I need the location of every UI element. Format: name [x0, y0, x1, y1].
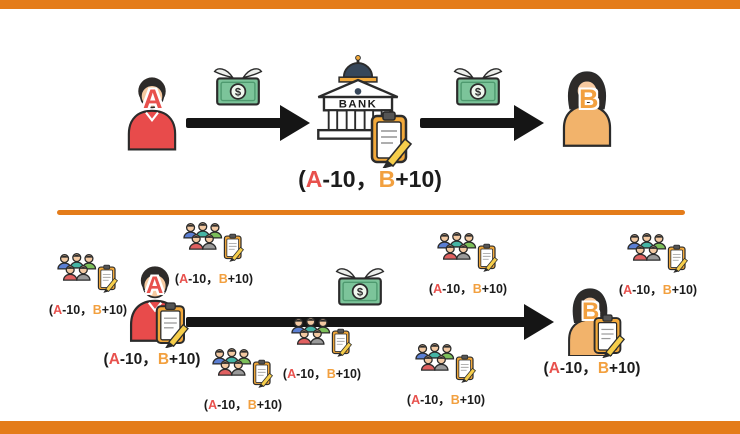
transaction-label-receiver-b: (A-10，B+10)	[543, 360, 641, 377]
receiver-b-ledger	[590, 310, 628, 358]
receiver-b-figure: B	[556, 62, 618, 148]
receiver-b-letter: B	[582, 298, 600, 325]
transaction-label-node: (A-10，B+10)	[174, 272, 254, 286]
people-group-ledger-icon	[56, 252, 120, 297]
sender-a-ledger	[152, 298, 192, 348]
winged-money-icon	[452, 66, 504, 110]
sender-a-figure-p2p: A	[124, 256, 186, 348]
arrow-head	[280, 105, 310, 141]
people-group-ledger-icon	[290, 316, 354, 361]
arrow-shaft	[186, 118, 284, 128]
arrow-bank-to-b	[420, 105, 544, 141]
arrow-shaft	[186, 317, 528, 327]
ledger-node: (A-10，B+10)	[616, 232, 700, 298]
money-transfer-a-to-bank	[212, 66, 264, 110]
transaction-label-node: (A-10，B+10)	[406, 393, 486, 407]
transaction-label-sender-a: (A-10，B+10)	[103, 351, 201, 368]
arrow-shaft	[420, 118, 518, 128]
arrow-a-to-bank	[186, 105, 310, 141]
transaction-label-node: (A-10，B+10)	[203, 398, 283, 412]
ledger-clipboard-icon	[152, 298, 192, 348]
people-group-ledger-icon	[436, 231, 500, 276]
ledger-clipboard-icon	[590, 310, 628, 358]
money-transfer-bank-to-b	[452, 66, 504, 110]
bottom-border-bar	[0, 421, 740, 434]
ledger-node: (A-10，B+10)	[172, 221, 256, 287]
winged-money-icon	[212, 66, 264, 110]
arrow-head	[524, 304, 554, 340]
people-group-ledger-icon	[414, 342, 478, 387]
sender-a-letter: A	[143, 84, 163, 114]
ledger-node: (A-10，B+10)	[404, 342, 488, 408]
top-border-bar	[0, 0, 740, 9]
section-divider	[57, 210, 685, 215]
ledger-node: (A-10，B+10)	[201, 347, 285, 413]
receiver-b-letter: B	[579, 84, 599, 114]
winged-money-icon	[334, 266, 386, 310]
transaction-label-main: (A-10，B+10)	[298, 166, 442, 192]
receiver-b-figure-p2p: B	[558, 282, 622, 360]
money-transfer-p2p	[334, 266, 386, 310]
arrow-head	[514, 105, 544, 141]
arrow-a-to-b-p2p	[186, 304, 554, 340]
people-group-ledger-icon	[182, 221, 246, 266]
bank-ledger	[366, 106, 416, 168]
people-group-ledger-icon	[626, 232, 690, 277]
sender-a-figure: A	[122, 68, 182, 152]
sender-a-letter: A	[146, 272, 164, 299]
ledger-clipboard-icon	[366, 106, 416, 168]
people-group-ledger-icon	[211, 347, 275, 392]
transaction-label-node: (A-10，B+10)	[618, 283, 698, 297]
ledger-node: (A-10，B+10)	[426, 231, 510, 297]
ledger-node: (A-10，B+10)	[280, 316, 364, 382]
transaction-label-node: (A-10，B+10)	[282, 367, 362, 381]
transaction-label-node: (A-10，B+10)	[428, 282, 508, 296]
ledger-node: (A-10，B+10)	[46, 252, 130, 318]
transaction-label-node: (A-10，B+10)	[48, 303, 128, 317]
